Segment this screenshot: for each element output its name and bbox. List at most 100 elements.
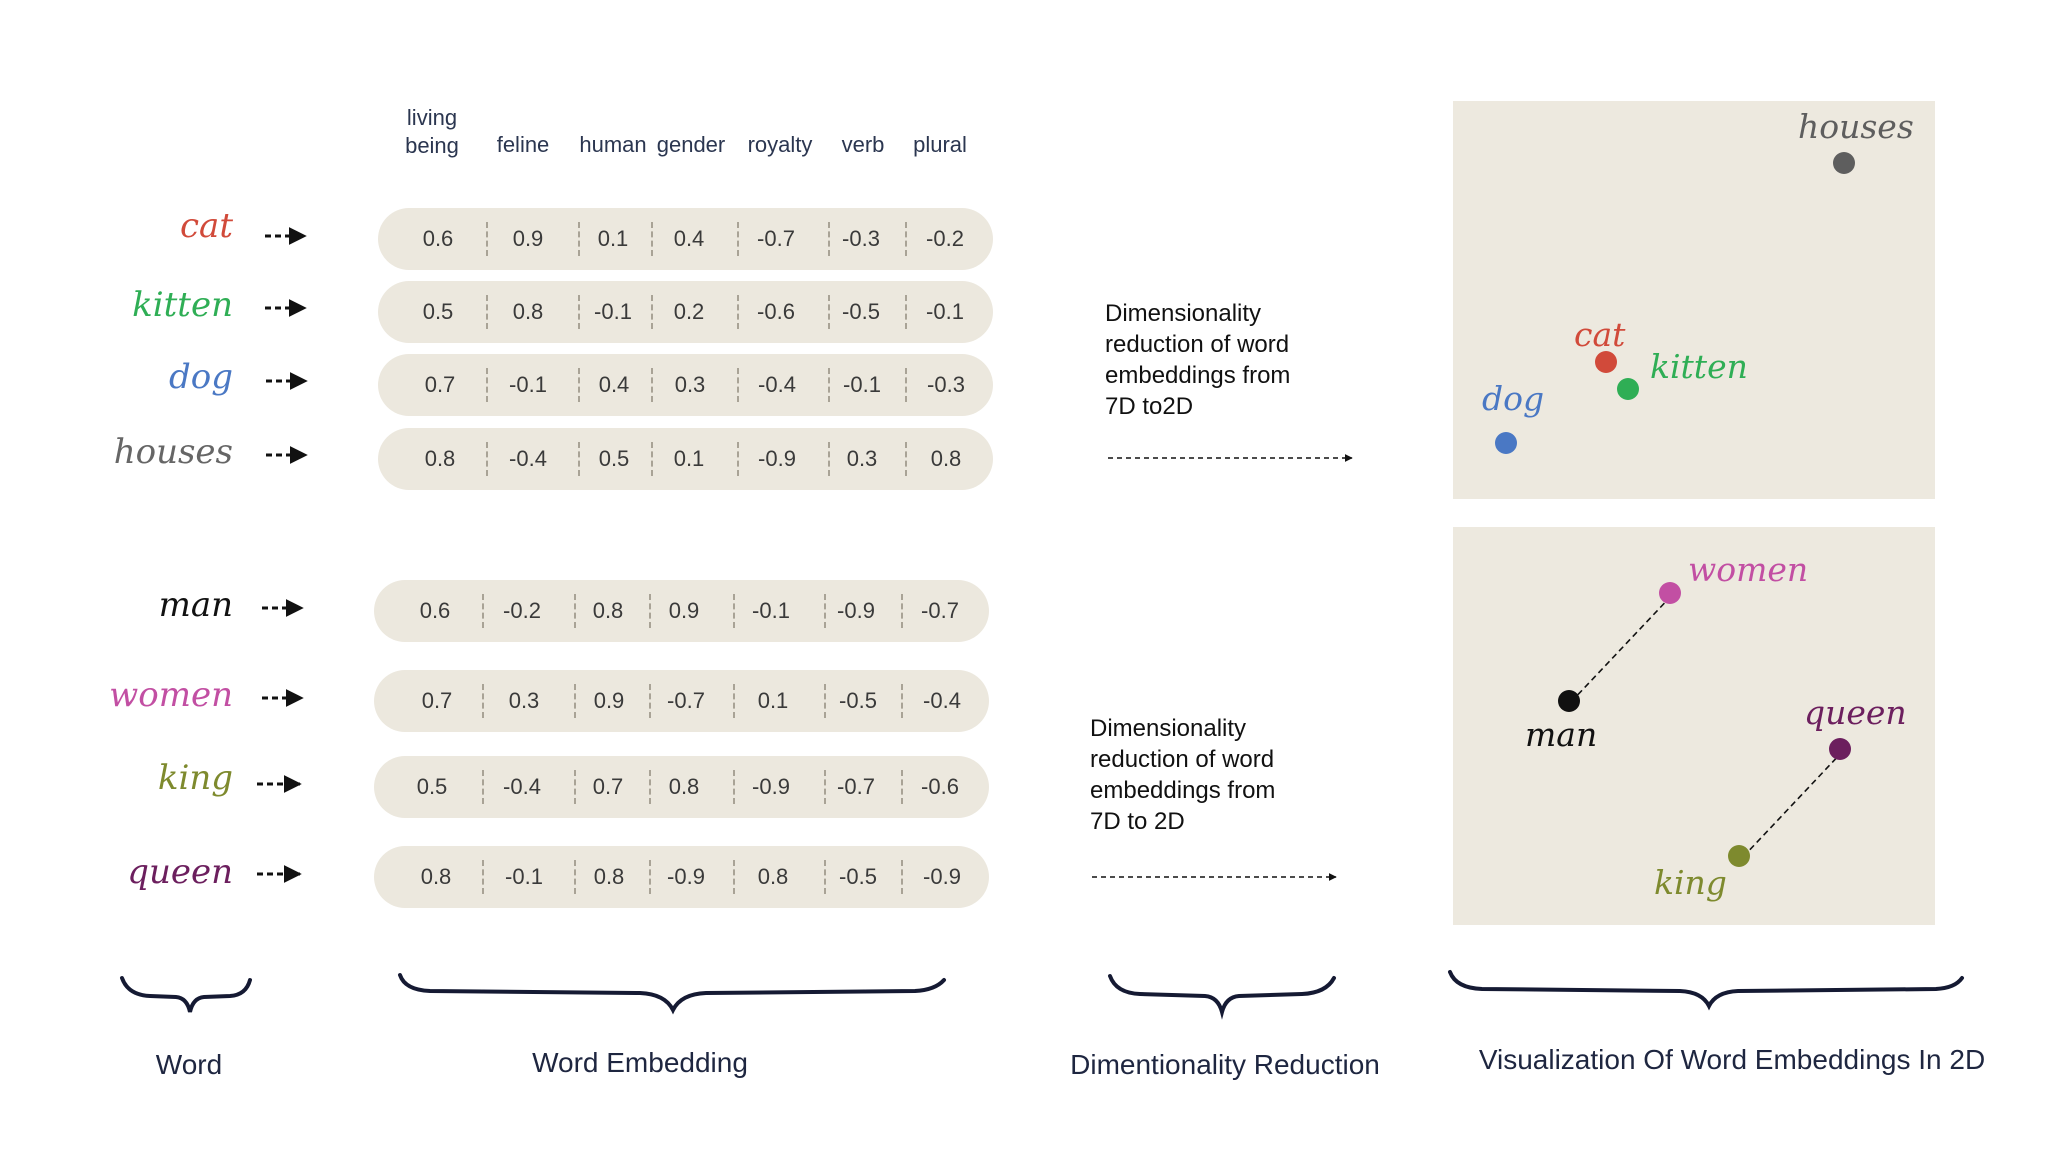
embedding-value: -0.9 bbox=[667, 864, 705, 889]
word-label-women: women bbox=[109, 675, 233, 715]
plot-panel-1 bbox=[1453, 101, 1935, 499]
embedding-value: 0.2 bbox=[673, 299, 705, 324]
section-braces bbox=[120, 970, 1964, 1020]
point-houses bbox=[1833, 152, 1855, 174]
row-arrows bbox=[257, 227, 308, 883]
section-label-visualization: Visualization Of Word Embeddings In 2D bbox=[1478, 1044, 1986, 1075]
embedding-value: -0.9 bbox=[758, 446, 796, 471]
section-label-word-embedding: Word Embedding bbox=[532, 1047, 748, 1078]
word-label-kitten: kitten bbox=[132, 285, 233, 325]
embedding-value: -0.4 bbox=[923, 688, 961, 713]
embedding-row-dog: 0.7 -0.1 0.4 0.3 -0.4 -0.1 -0.3 bbox=[378, 354, 993, 416]
embedding-value: 0.8 bbox=[593, 864, 625, 889]
embedding-row-women: 0.7 0.3 0.9 -0.7 0.1 -0.5 -0.4 bbox=[374, 670, 989, 732]
embedding-value: -0.2 bbox=[503, 598, 541, 623]
brace-embedding bbox=[398, 973, 946, 1015]
embedding-value: -0.2 bbox=[926, 226, 964, 251]
embedding-value: 0.8 bbox=[668, 774, 700, 799]
embedding-value: 0.9 bbox=[593, 688, 625, 713]
embedding-value: 0.7 bbox=[592, 774, 624, 799]
brace-reduction bbox=[1108, 974, 1336, 1020]
embedding-row-kitten: 0.5 0.8 -0.1 0.2 -0.6 -0.5 -0.1 bbox=[378, 281, 993, 343]
embedding-value: 0.8 bbox=[512, 299, 544, 324]
embedding-value: -0.1 bbox=[594, 299, 632, 324]
point-cat bbox=[1595, 351, 1617, 373]
point-label-cat: cat bbox=[1574, 315, 1626, 354]
embedding-value: 0.9 bbox=[512, 226, 544, 251]
embedding-value: 0.5 bbox=[422, 299, 454, 324]
point-label-houses: houses bbox=[1798, 107, 1914, 146]
embedding-value: -0.9 bbox=[752, 774, 790, 799]
column-header-plural: plural bbox=[913, 132, 967, 157]
point-king bbox=[1728, 845, 1750, 867]
embedding-value: 0.8 bbox=[592, 598, 624, 623]
embedding-value: 0.7 bbox=[424, 372, 456, 397]
embedding-value: -0.7 bbox=[667, 688, 705, 713]
brace-word bbox=[120, 976, 252, 1013]
embedding-row-houses: 0.8 -0.4 0.5 0.1 -0.9 0.3 0.8 bbox=[378, 428, 993, 490]
point-man bbox=[1558, 690, 1580, 712]
embedding-value: -0.9 bbox=[837, 598, 875, 623]
embedding-value: -0.5 bbox=[842, 299, 880, 324]
embedding-value: -0.4 bbox=[758, 372, 796, 397]
word-label-houses: houses bbox=[113, 432, 233, 472]
section-label-word: Word bbox=[155, 1049, 223, 1080]
embedding-value: -0.1 bbox=[843, 372, 881, 397]
column-header-human: human bbox=[579, 132, 647, 157]
embedding-value: -0.4 bbox=[503, 774, 541, 799]
column-header-feline: feline bbox=[496, 132, 550, 157]
embedding-value: 0.1 bbox=[757, 688, 789, 713]
embedding-value: 0.5 bbox=[416, 774, 448, 799]
embedding-value: -0.7 bbox=[837, 774, 875, 799]
point-queen bbox=[1829, 738, 1851, 760]
embedding-row-man: 0.6 -0.2 0.8 0.9 -0.1 -0.9 -0.7 bbox=[374, 580, 989, 642]
embedding-value: 0.7 bbox=[421, 688, 453, 713]
embedding-value: -0.9 bbox=[923, 864, 961, 889]
embedding-value: 0.6 bbox=[422, 226, 454, 251]
embedding-value: -0.7 bbox=[921, 598, 959, 623]
embedding-row-cat: 0.6 0.9 0.1 0.4 -0.7 -0.3 -0.2 bbox=[378, 208, 993, 270]
column-header-gender: gender bbox=[656, 132, 726, 157]
word-label-king: king bbox=[157, 758, 233, 798]
embedding-value: 0.4 bbox=[673, 226, 705, 251]
embedding-value: -0.1 bbox=[926, 299, 964, 324]
embedding-value: -0.1 bbox=[505, 864, 543, 889]
embedding-value: 0.1 bbox=[597, 226, 629, 251]
plot-panel-2 bbox=[1453, 527, 1935, 925]
embedding-value: 0.5 bbox=[598, 446, 630, 471]
embedding-value: 0.8 bbox=[420, 864, 452, 889]
reduction-description-1: Dimensionality reduction of word embeddi… bbox=[1105, 300, 1291, 420]
section-label-dimensionality-reduction: Dimentionality Reduction bbox=[1070, 1049, 1380, 1080]
point-label-dog: dog bbox=[1482, 379, 1545, 418]
point-label-kitten: kitten bbox=[1650, 347, 1748, 386]
embedding-value: 0.1 bbox=[673, 446, 705, 471]
embedding-value: -0.5 bbox=[839, 688, 877, 713]
reduction-description-2: Dimensionality reduction of word embeddi… bbox=[1090, 715, 1276, 835]
embedding-value: -0.1 bbox=[509, 372, 547, 397]
column-header-verb: verb bbox=[841, 132, 885, 157]
point-women bbox=[1659, 582, 1681, 604]
embedding-value: 0.6 bbox=[419, 598, 451, 623]
embedding-value: -0.3 bbox=[842, 226, 880, 251]
embedding-value: 0.4 bbox=[598, 372, 630, 397]
embedding-value: 0.3 bbox=[674, 372, 706, 397]
embedding-value: 0.9 bbox=[668, 598, 700, 623]
embedding-value: -0.6 bbox=[921, 774, 959, 799]
point-kitten bbox=[1617, 378, 1639, 400]
analogy-connectors bbox=[1570, 593, 1844, 858]
embedding-value: -0.7 bbox=[757, 226, 795, 251]
column-header-royalty: royalty bbox=[747, 132, 813, 157]
word-label-queen: queen bbox=[127, 852, 233, 892]
embedding-value: 0.8 bbox=[757, 864, 789, 889]
embedding-row-king: 0.5 -0.4 0.7 0.8 -0.9 -0.7 -0.6 bbox=[374, 756, 989, 818]
embedding-value: 0.8 bbox=[424, 446, 456, 471]
embedding-value: -0.3 bbox=[927, 372, 965, 397]
point-label-queen: queen bbox=[1804, 693, 1907, 732]
embedding-value: -0.4 bbox=[509, 446, 547, 471]
embedding-value: 0.3 bbox=[508, 688, 540, 713]
point-label-women: women bbox=[1688, 550, 1809, 589]
column-header-living-being: living being bbox=[405, 105, 459, 158]
embedding-value: -0.6 bbox=[757, 299, 795, 324]
embedding-row-queen: 0.8 -0.1 0.8 -0.9 0.8 -0.5 -0.9 bbox=[374, 846, 989, 908]
